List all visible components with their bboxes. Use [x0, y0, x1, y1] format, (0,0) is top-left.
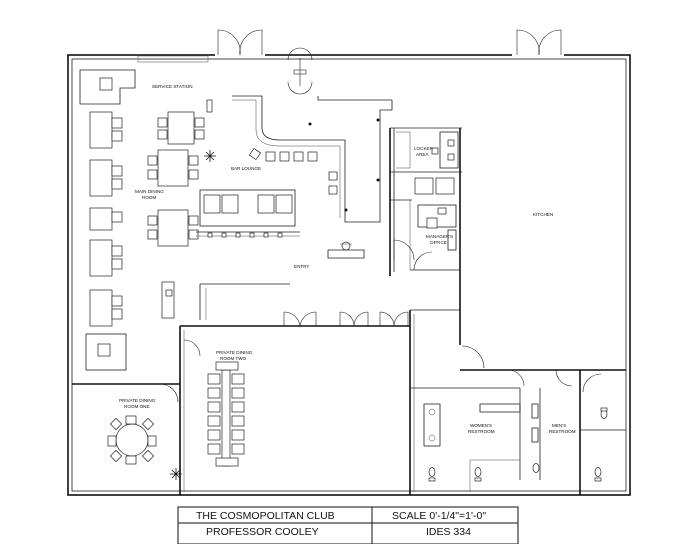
bar-counter — [232, 95, 393, 223]
front-doors-right — [512, 29, 564, 58]
label-office-1: MANAGER'S — [426, 234, 453, 239]
label-womens-2: RESTROOM — [468, 429, 495, 434]
label-pdr-one-1: PRIVATE DINING — [119, 398, 156, 403]
service-station-counter — [79, 55, 209, 105]
title-designer: PROFESSOR COOLEY — [206, 526, 319, 538]
restroom-fixtures — [423, 403, 608, 482]
title-course: IDES 334 — [426, 526, 471, 538]
label-service-station: SERVICE STATION — [152, 84, 193, 89]
private-dining-two-bench — [161, 281, 175, 319]
vestibule-doors — [287, 47, 313, 95]
plant-icon-two — [170, 468, 182, 480]
label-mens-1: MEN'S — [552, 423, 566, 428]
lockers — [396, 131, 459, 169]
label-pdr-two-1: PRIVATE DINING — [216, 350, 253, 355]
label-office-2: OFFICE — [430, 240, 447, 245]
main-dining-booths — [89, 111, 123, 327]
room-labels: SERVICE STATION BAR LOUNGE MAIN DINING R… — [119, 84, 576, 434]
interior-doors — [159, 239, 602, 403]
plant-icon — [204, 150, 216, 162]
label-pdr-one-2: ROOM ONE — [124, 404, 150, 409]
office-furniture — [414, 177, 457, 251]
label-main-dining-1: MAIN DINING — [135, 189, 164, 194]
title-project-name: THE COSMOPOLITAN CLUB — [196, 510, 335, 522]
label-womens-1: WOMEN'S — [470, 423, 492, 428]
title-block: THE COSMOPOLITAN CLUB SCALE 0'-1/4"=1'-0… — [177, 506, 519, 544]
exterior-walls — [67, 54, 631, 496]
label-bar-lounge: BAR LOUNGE — [231, 166, 261, 171]
label-mens-2: RESTROOM — [549, 429, 576, 434]
private-dining-one-table — [85, 333, 157, 465]
host-stand — [327, 241, 365, 259]
private-dining-two-table — [207, 361, 245, 467]
label-entry: ENTRY — [294, 264, 310, 269]
main-dining-tables — [147, 99, 213, 247]
title-scale: SCALE 0'-1/4"=1'-0" — [392, 510, 486, 522]
label-kitchen: KITCHEN — [533, 212, 553, 217]
label-pdr-two-2: ROOM TWO — [220, 356, 247, 361]
label-main-dining-2: ROOM — [142, 195, 156, 200]
label-locker-2: AREA — [416, 152, 429, 157]
bar-lounge-seating — [196, 189, 300, 238]
label-locker-1: LOCKER — [414, 146, 434, 151]
front-doors-left — [215, 29, 265, 58]
